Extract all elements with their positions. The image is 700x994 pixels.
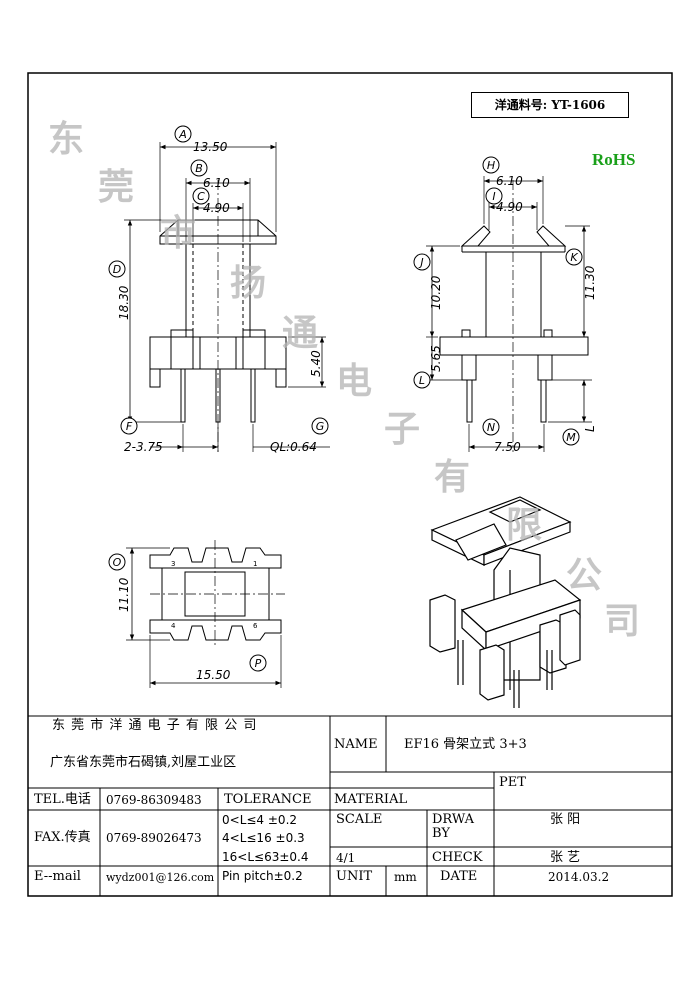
tolerance-row: 16<L≤63±0.4 bbox=[222, 850, 309, 864]
name-label: NAME bbox=[334, 737, 378, 752]
dim-l-text: 5.65 bbox=[429, 345, 443, 372]
watermark-char: 扬 bbox=[230, 263, 267, 304]
name-value: EF16 骨架立式 3+3 bbox=[404, 737, 527, 752]
fax-label: FAX.传真 bbox=[34, 830, 91, 845]
tolerance-row: Pin pitch±0.2 bbox=[222, 869, 303, 883]
dim-h-text: 6.10 bbox=[496, 174, 523, 188]
bubble-b: B bbox=[190, 159, 208, 177]
svg-text:O: O bbox=[113, 556, 122, 569]
dim-g-text: QL:0.64 bbox=[270, 440, 317, 454]
isometric-view bbox=[429, 496, 582, 708]
dim-a-text: 13.50 bbox=[193, 140, 228, 154]
bubble-h: H bbox=[482, 156, 500, 174]
drawn-label: DRWA BY bbox=[432, 812, 475, 841]
svg-text:N: N bbox=[487, 421, 495, 434]
company-address: 广东省东莞市石碣镇,刘屋工业区 bbox=[50, 755, 237, 770]
scale-value: 4/1 bbox=[336, 851, 356, 865]
watermark-char: 电 bbox=[336, 361, 373, 402]
front-view bbox=[124, 142, 330, 452]
fax-value: 0769-89026473 bbox=[106, 831, 202, 845]
dim-k-text: 11.30 bbox=[583, 265, 597, 300]
dim-d-text: 18.30 bbox=[117, 285, 131, 320]
bubble-l: L bbox=[413, 371, 431, 389]
dim-j-text: 10.20 bbox=[429, 275, 443, 310]
top-view bbox=[126, 540, 285, 688]
pin-number: 6 bbox=[253, 622, 258, 630]
watermark-char: 莞 bbox=[98, 167, 135, 208]
material-label: MATERIAL bbox=[334, 792, 408, 807]
bubble-a: A bbox=[174, 125, 192, 143]
watermark-char: 市 bbox=[160, 213, 197, 254]
bubble-n: N bbox=[482, 418, 500, 436]
dim-i-text: 4.90 bbox=[496, 200, 523, 214]
sheet-frame bbox=[27, 72, 673, 897]
watermark-char: 公 bbox=[566, 555, 603, 596]
svg-text:P: P bbox=[255, 657, 262, 670]
check-value: 张 艺 bbox=[550, 850, 581, 865]
dim-o-text: 11.10 bbox=[117, 577, 131, 612]
tolerance-label: TOLERANCE bbox=[224, 792, 312, 807]
company-name: 东 莞 市 洋 通 电 子 有 限 公 司 bbox=[52, 718, 258, 733]
dim-f-text: 2-3.75 bbox=[124, 440, 163, 454]
dim-e-text: 5.40 bbox=[309, 350, 323, 377]
bubble-k: K bbox=[565, 248, 583, 266]
dim-b-text: 6.10 bbox=[203, 176, 230, 190]
dim-m-text: L bbox=[583, 425, 597, 432]
tolerance-row: 4<L≤16 ±0.3 bbox=[222, 831, 305, 845]
tel-label: TEL.电话 bbox=[34, 792, 91, 807]
svg-text:D: D bbox=[113, 263, 121, 276]
dim-p-text: 15.50 bbox=[196, 668, 231, 682]
watermark-char: 有 bbox=[434, 457, 471, 498]
bubble-m: M bbox=[562, 428, 580, 446]
bubble-i: I bbox=[485, 187, 503, 205]
watermark-char: 限 bbox=[506, 505, 543, 546]
svg-text:C: C bbox=[197, 190, 205, 203]
watermark-char: 东 bbox=[48, 119, 85, 160]
bubble-c: C bbox=[192, 187, 210, 205]
svg-text:B: B bbox=[195, 162, 203, 175]
svg-text:L: L bbox=[419, 374, 425, 387]
check-label: CHECK bbox=[432, 850, 483, 865]
bubble-f: F bbox=[120, 417, 138, 435]
bubble-d: D bbox=[108, 260, 126, 278]
bubble-g: G bbox=[311, 417, 329, 435]
unit-value: mm bbox=[394, 870, 417, 884]
watermark-char: 子 bbox=[384, 409, 421, 450]
drawn-value: 张 阳 bbox=[550, 812, 581, 827]
svg-text:A: A bbox=[178, 128, 187, 141]
date-label: DATE bbox=[440, 869, 478, 884]
svg-text:J: J bbox=[418, 256, 423, 269]
email-value: wydz001@126.com bbox=[106, 871, 215, 884]
part-number-box: 洋通料号: YT-1606 bbox=[471, 92, 629, 118]
svg-text:K: K bbox=[570, 251, 578, 264]
scale-label: SCALE bbox=[336, 812, 383, 827]
rohs-mark: RoHS bbox=[592, 150, 636, 169]
material-value: PET bbox=[499, 775, 526, 790]
date-value: 2014.03.2 bbox=[548, 870, 610, 884]
pin-number: 4 bbox=[171, 622, 176, 630]
dim-n-text: 7.50 bbox=[494, 440, 521, 454]
email-label: E--mail bbox=[34, 869, 81, 884]
side-view bbox=[426, 176, 592, 452]
svg-text:G: G bbox=[316, 420, 325, 433]
svg-text:M: M bbox=[566, 431, 576, 444]
svg-text:H: H bbox=[487, 159, 495, 172]
svg-text:I: I bbox=[492, 190, 495, 203]
tel-value: 0769-86309483 bbox=[106, 793, 202, 807]
tolerance-row: 0<L≤4 ±0.2 bbox=[222, 813, 298, 827]
unit-label: UNIT bbox=[336, 869, 373, 884]
pin-number: 1 bbox=[253, 560, 257, 568]
title-block-grid bbox=[28, 715, 672, 896]
watermark-char: 通 bbox=[282, 313, 319, 354]
bubble-p: P bbox=[249, 654, 267, 672]
bubble-o: O bbox=[108, 553, 126, 571]
dim-c-text: 4.90 bbox=[203, 201, 230, 215]
bubble-j: J bbox=[413, 253, 431, 271]
watermark-char: 司 bbox=[604, 601, 641, 642]
pin-number: 3 bbox=[171, 560, 175, 568]
svg-text:F: F bbox=[126, 420, 133, 433]
